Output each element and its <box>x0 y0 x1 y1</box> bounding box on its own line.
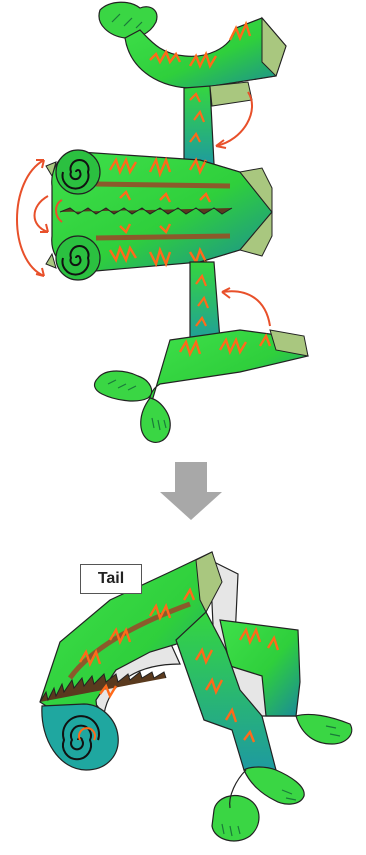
tail-label: Tail <box>80 564 142 594</box>
front-foot-top <box>98 1 158 39</box>
curved-arrow-icon <box>221 290 271 327</box>
main-body <box>51 151 273 273</box>
curved-arrow-icon <box>215 91 253 147</box>
curved-arrow-icon <box>16 159 45 277</box>
assembled-model <box>39 551 353 842</box>
hind-leg-bottom <box>148 329 309 411</box>
tail-spiral <box>41 703 119 771</box>
eye-spiral-top <box>45 149 101 195</box>
foot-lower <box>211 795 260 842</box>
eye-spiral-bottom <box>45 235 101 281</box>
foot-bottom-center <box>140 397 171 443</box>
down-arrow-icon <box>160 462 222 520</box>
fold-arrows <box>16 91 271 327</box>
foot-bottom-left <box>93 370 153 402</box>
front-leg-top <box>124 16 287 89</box>
flat-net <box>16 1 309 443</box>
back-leg <box>219 619 353 745</box>
tail-body <box>39 551 223 742</box>
curved-arrow-icon <box>33 195 49 233</box>
upper-column-flap <box>209 81 253 107</box>
curved-arrow-icon <box>55 199 63 223</box>
foot-front <box>243 766 305 805</box>
